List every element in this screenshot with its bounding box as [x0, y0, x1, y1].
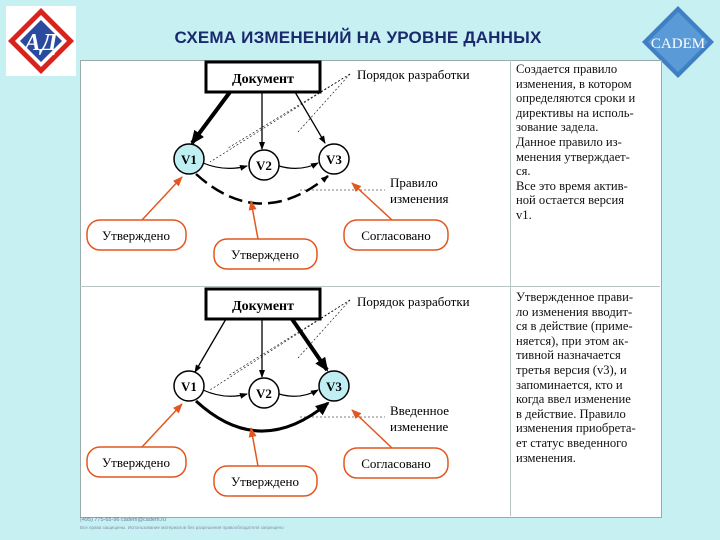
logo-left-text: АД — [23, 30, 59, 56]
description-line: третья версия (v3), и — [516, 362, 627, 377]
content-table — [80, 60, 662, 518]
company-logo-left: АД — [6, 6, 76, 76]
version-v1-node — [173, 370, 205, 402]
diagram-panel-2: Документ V1 V2 V3 Порядок разработки Вве… — [86, 287, 470, 497]
approved-badge-2 — [213, 465, 318, 497]
description-line: когда ввел изменение — [516, 392, 631, 407]
agreed-badge — [343, 447, 449, 479]
version-v2-node — [248, 377, 280, 409]
description-line: ся в действие (приме- — [516, 319, 633, 334]
v3-label: V3 — [326, 379, 342, 394]
approved-badge-2 — [213, 238, 318, 270]
description-line: Данное правило из- — [516, 134, 622, 149]
description-line: определяются сроки и — [516, 91, 636, 106]
v2-label: V2 — [256, 158, 272, 173]
description-line: ной остается версия — [516, 193, 625, 208]
description-line: Все это время актив- — [516, 178, 628, 193]
description-line: изменения. — [516, 450, 576, 465]
description-line: ся. — [516, 164, 531, 179]
column-divider — [510, 60, 511, 516]
rule-label-line1: Введенное — [390, 403, 449, 418]
agreed-label: Согласовано — [361, 456, 431, 471]
order-label: Порядок разработки — [357, 294, 470, 309]
rule-label-line1: Правило — [390, 175, 438, 190]
footer-contact: (495) 775-65-96 cadem@cadem.ru — [80, 517, 166, 523]
description-line: зование задела. — [516, 120, 599, 135]
description-line: в действие. Правило — [516, 406, 626, 421]
v1-label: V1 — [181, 379, 197, 394]
description-line: тивной назначается — [516, 348, 621, 363]
agreed-label: Согласовано — [361, 228, 431, 243]
document-box — [204, 60, 322, 94]
description-line: изменения, в котором — [516, 76, 632, 91]
version-v3-node — [318, 143, 350, 175]
description-line: запоминается, кто и — [516, 377, 623, 392]
description-line: директивы на исполь- — [516, 105, 634, 120]
rule-label-line2: изменения — [390, 191, 449, 206]
document-label: Документ — [232, 72, 294, 87]
approved-label-1: Утверждено — [102, 228, 170, 243]
version-v3-node — [318, 370, 350, 402]
description-panel-1: Создается правило изменения, в котором о… — [516, 62, 656, 223]
description-line: няется), при этом ак- — [516, 333, 629, 348]
document-label: Документ — [232, 299, 294, 314]
v2-label: V2 — [256, 386, 272, 401]
approved-badge-1 — [86, 219, 187, 251]
description-line: v1. — [516, 207, 532, 222]
approved-label-1: Утверждено — [102, 455, 170, 470]
footer-copyright: Все права защищены. Использование матери… — [80, 525, 284, 530]
description-panel-2: Утвержденное прави- ло изменения вводит-… — [516, 290, 656, 465]
diagram-panel-1: Документ V1 V2 V3 Порядок разработки Пра… — [86, 60, 470, 270]
version-v2-node — [248, 149, 280, 181]
approved-label-2: Утверждено — [231, 474, 299, 489]
description-line: изменения приобрета- — [516, 421, 636, 436]
page-title: СХЕМА ИЗМЕНЕНИЙ НА УРОВНЕ ДАННЫХ — [174, 28, 542, 47]
v3-label: V3 — [326, 152, 342, 167]
rule-label-line2: изменение — [390, 419, 449, 434]
description-line: Утвержденное прави- — [516, 290, 634, 304]
document-box — [204, 287, 322, 321]
row-divider — [80, 286, 660, 287]
approved-badge-1 — [86, 446, 187, 478]
description-line: ет статус введенного — [516, 435, 628, 450]
logo-right-text: CADEM — [651, 36, 705, 52]
description-line: ло изменения вводит- — [516, 304, 633, 319]
description-line: Создается правило — [516, 62, 618, 76]
approved-label-2: Утверждено — [231, 247, 299, 262]
v1-label: V1 — [181, 152, 197, 167]
order-label: Порядок разработки — [357, 67, 470, 82]
description-line: менения утверждает- — [516, 149, 630, 164]
version-v1-node — [173, 143, 205, 175]
agreed-badge — [343, 219, 449, 251]
